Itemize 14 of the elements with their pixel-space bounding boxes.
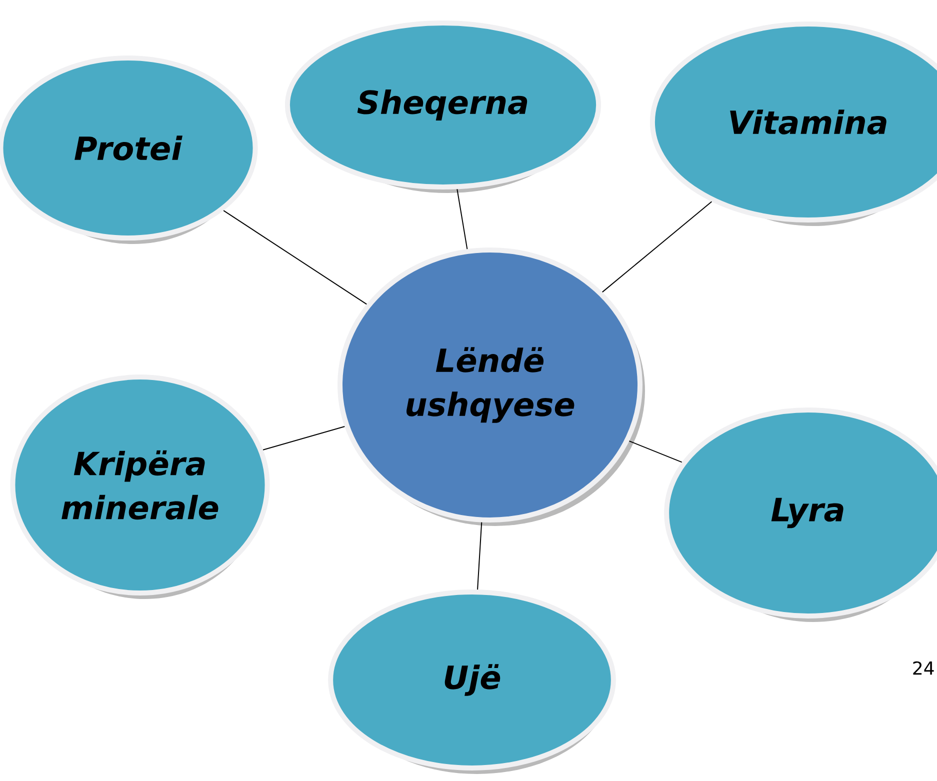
ellipse-node: Sheqerna [284, 20, 602, 193]
ellipse-node: Lëndë ushqyese [338, 248, 645, 526]
ellipse-node: Ujë [328, 590, 616, 774]
ellipse-node: Vitamina [650, 22, 937, 226]
ellipse-node: Protei [0, 56, 258, 244]
page-number: 24 [913, 661, 934, 675]
connector-line [602, 201, 712, 293]
connector-line [628, 440, 682, 463]
connector-line [262, 426, 346, 450]
connector-line [456, 188, 468, 250]
ellipse-node: Lyra [664, 408, 937, 622]
ellipse-node: Kripëra minerale [10, 374, 270, 599]
connector-line [223, 210, 368, 305]
connector-line [477, 522, 482, 590]
